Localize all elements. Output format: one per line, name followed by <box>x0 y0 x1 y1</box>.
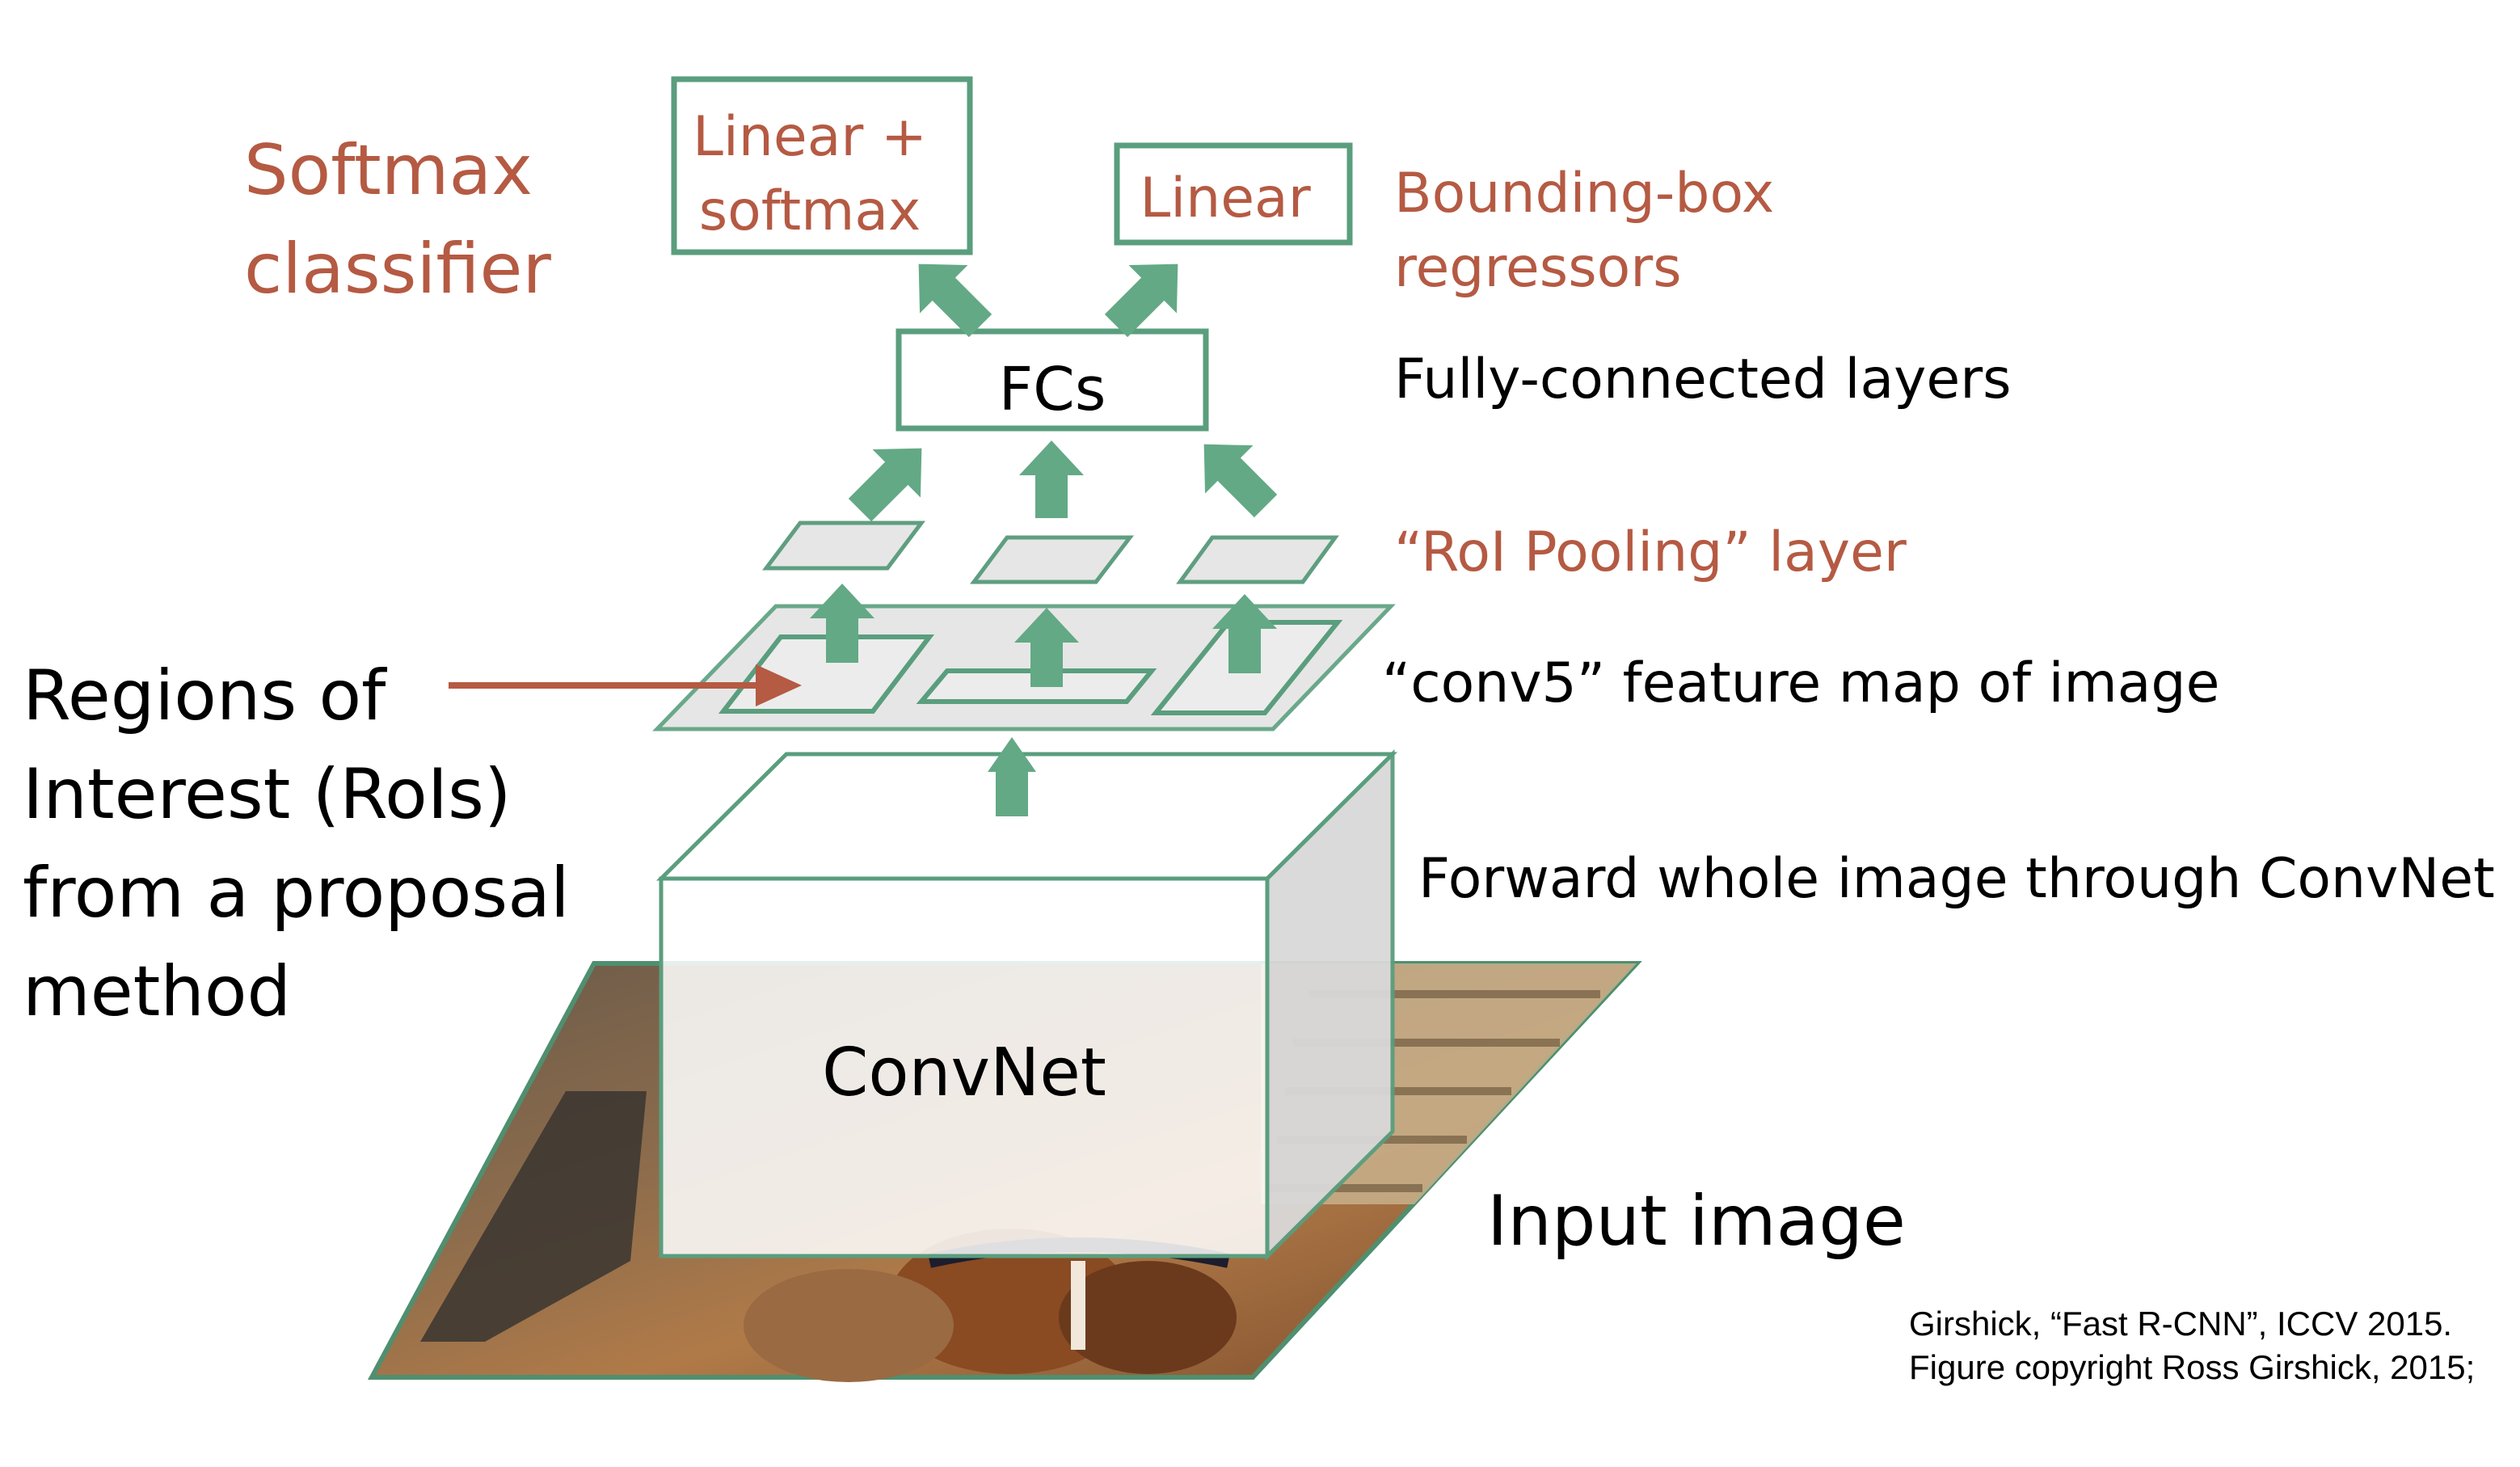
roi-pool-right <box>1176 535 1339 584</box>
citation-line1: Girshick, “Fast R-CNN”, ICCV 2015. <box>1909 1305 2452 1343</box>
bbox-regressors-line1: Bounding-box <box>1394 162 1774 226</box>
input-image-label: Input image <box>1487 1181 1906 1262</box>
rois-label-line1: Regions of <box>23 656 387 736</box>
rois-pointer-arrow <box>449 664 802 706</box>
softmax-classifier-line1: Softmax <box>244 130 533 211</box>
convnet-block: ConvNet <box>655 748 1398 1262</box>
linear-softmax-line2: softmax <box>699 179 921 243</box>
rois-label-line4: method <box>23 951 291 1032</box>
linear-softmax-line1: Linear + <box>693 105 927 169</box>
arrows-pooling-to-fcs <box>848 441 1278 522</box>
convnet-label: ConvNet <box>822 1035 1106 1111</box>
bbox-regressors-line2: regressors <box>1394 236 1682 300</box>
conv5-feature-map <box>652 604 1396 731</box>
linear-softmax-box: Linear + softmax <box>671 76 973 255</box>
arrows-fcs-to-outputs <box>918 263 1178 338</box>
fcs-label: FCs <box>999 355 1106 424</box>
roi-pool-middle <box>970 535 1135 584</box>
rois-label-line2: Interest (RoIs) <box>23 754 512 835</box>
linear-label: Linear <box>1140 167 1310 230</box>
conv5-label: “conv5” feature map of image <box>1382 651 2219 715</box>
linear-box: Linear <box>1114 142 1353 246</box>
roi-pool-left <box>762 521 925 571</box>
citation-line2: Figure copyright Ross Girshick, 2015; <box>1909 1348 2475 1386</box>
arrows-roi-to-pooling <box>810 584 1277 687</box>
roi-pooling-layer <box>762 521 1339 584</box>
rois-label-line3: from a proposal <box>23 853 570 934</box>
arrow-convnet-to-conv5 <box>988 737 1036 816</box>
roi-pooling-label: “RoI Pooling” layer <box>1394 521 1907 584</box>
softmax-classifier-line2: classifier <box>244 229 551 310</box>
fcs-box: FCs <box>895 328 1209 432</box>
fully-connected-label: Fully-connected layers <box>1394 348 2012 411</box>
forward-label: Forward whole image through ConvNet <box>1418 847 2495 911</box>
